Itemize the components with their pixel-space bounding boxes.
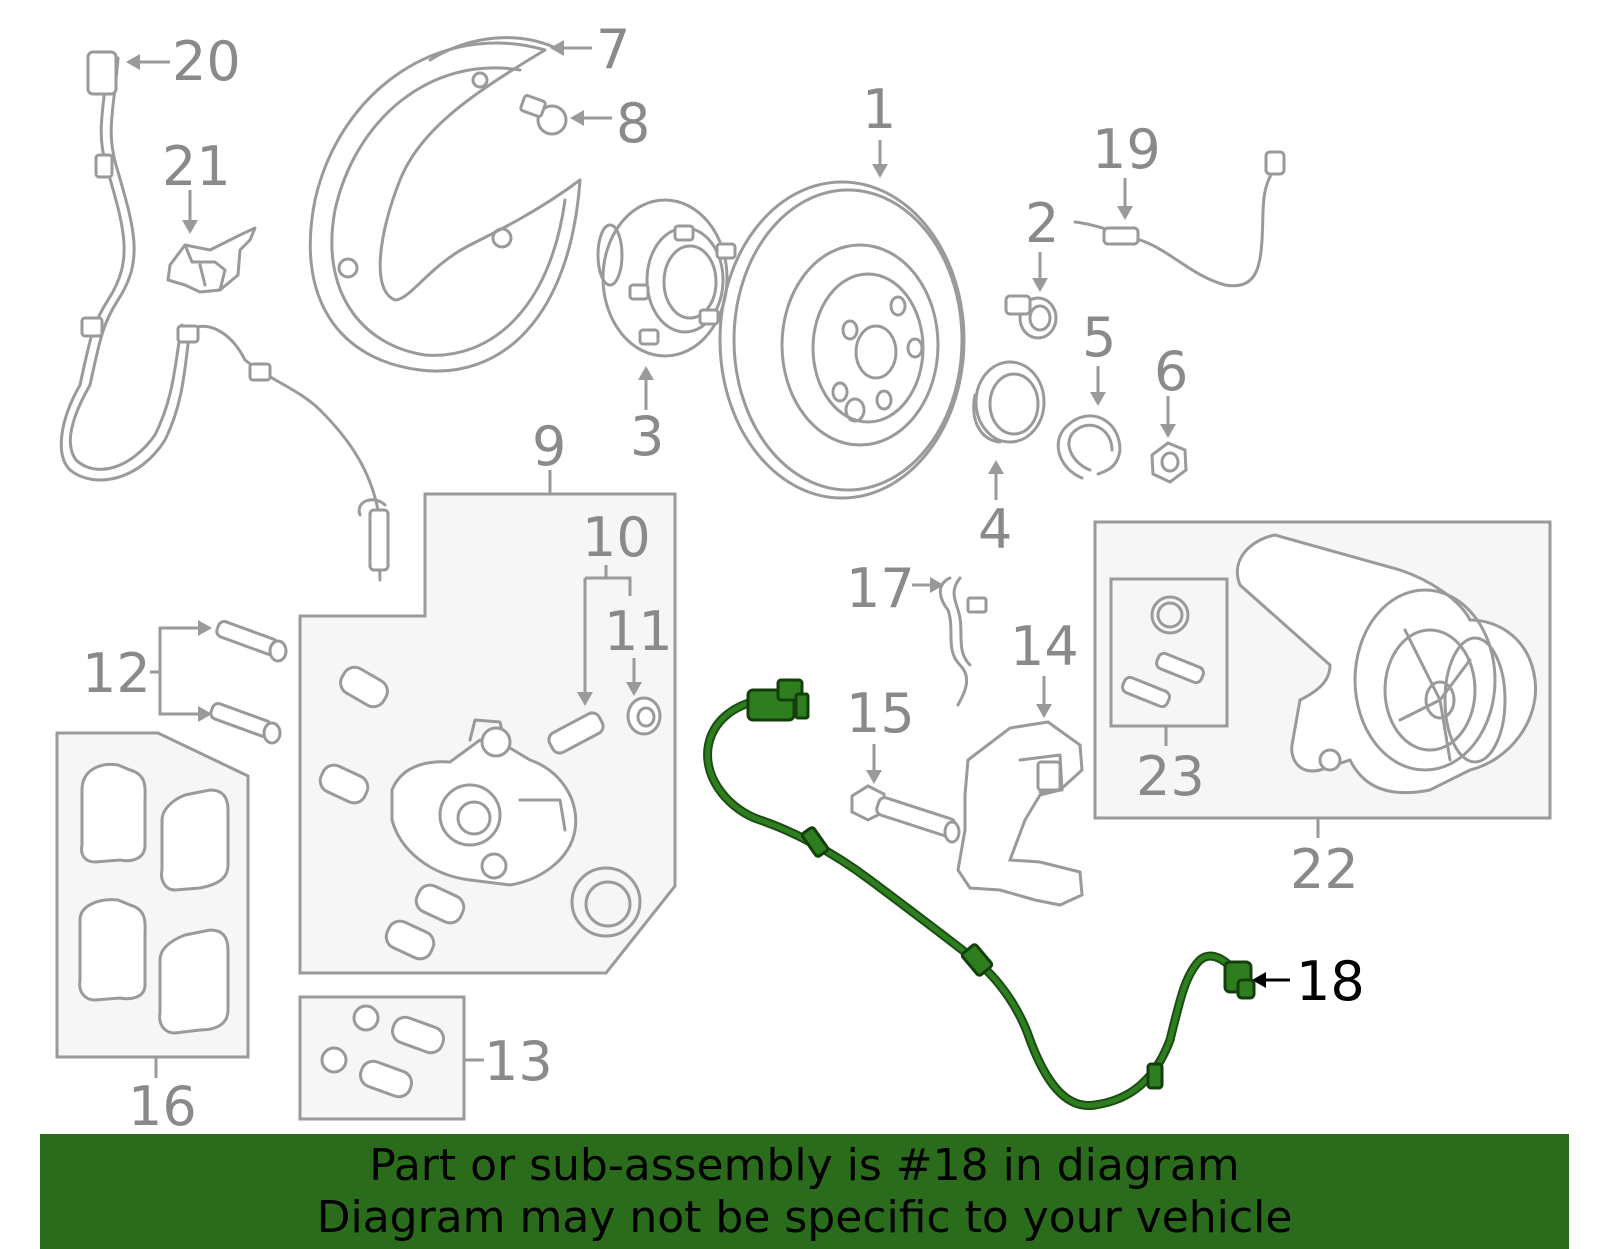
arrow-6 bbox=[1160, 424, 1176, 438]
part-1-brake-rotor bbox=[718, 180, 966, 500]
arrow-15 bbox=[866, 770, 882, 784]
arrow-8 bbox=[570, 110, 584, 126]
callout-19: 19 bbox=[1092, 118, 1161, 181]
callout-12: 12 bbox=[82, 642, 151, 705]
arrow-11 bbox=[626, 682, 642, 696]
part-11-bleeder-cap bbox=[626, 696, 662, 736]
callout-7: 7 bbox=[596, 18, 630, 81]
part-4-bearing bbox=[972, 360, 1046, 444]
arrow-18 bbox=[1252, 972, 1266, 988]
part-12-guide-pins bbox=[209, 620, 288, 745]
part-17-clip bbox=[938, 576, 988, 707]
part-8-bolt bbox=[519, 94, 568, 136]
part-2-bolt bbox=[1004, 294, 1058, 340]
arrow-21 bbox=[182, 220, 198, 234]
arrow-2 bbox=[1032, 278, 1048, 292]
part-10-bleeder-screw bbox=[547, 711, 605, 755]
group-13-bushing-kit bbox=[298, 995, 466, 1121]
arrow-4 bbox=[988, 460, 1004, 474]
part-3-hub bbox=[596, 198, 737, 358]
callout-11: 11 bbox=[604, 600, 673, 663]
part-20-abs-sensor-harness bbox=[59, 50, 390, 582]
arrow-12a bbox=[198, 620, 212, 636]
callout-15: 15 bbox=[846, 682, 915, 745]
part-21-bracket bbox=[166, 226, 257, 294]
part-7-splash-shield bbox=[308, 36, 582, 373]
part-6-nut bbox=[1150, 441, 1188, 484]
callout-6: 6 bbox=[1154, 340, 1188, 403]
group-9-caliper bbox=[298, 470, 677, 975]
callout-2: 2 bbox=[1025, 192, 1059, 255]
callout-20: 20 bbox=[172, 30, 241, 93]
callout-10: 10 bbox=[582, 506, 651, 569]
callout-22: 22 bbox=[1290, 838, 1359, 901]
part-18-abs-wheel-speed-sensor bbox=[703, 678, 1256, 1111]
arrow-1 bbox=[872, 164, 888, 178]
group-16-brake-pads bbox=[55, 731, 250, 1059]
group-23-motor-hardware bbox=[1109, 577, 1229, 728]
callout-17: 17 bbox=[846, 557, 915, 620]
part-15-bracket-bolt bbox=[850, 784, 961, 844]
arrow-14 bbox=[1036, 704, 1052, 718]
arrow-7 bbox=[550, 40, 564, 56]
leader-12 bbox=[150, 626, 206, 716]
part-14-caliper-bracket bbox=[956, 720, 1084, 907]
arrow-5 bbox=[1090, 392, 1106, 406]
arrow-12b bbox=[198, 706, 212, 722]
leader-10 bbox=[583, 565, 632, 700]
callout-23: 23 bbox=[1136, 745, 1205, 808]
arrow-19 bbox=[1117, 206, 1133, 220]
callout-18: 18 bbox=[1296, 950, 1365, 1013]
callout-14: 14 bbox=[1010, 615, 1079, 678]
callout-21: 21 bbox=[162, 135, 231, 198]
callout-3: 3 bbox=[630, 405, 664, 468]
callout-13: 13 bbox=[484, 1030, 553, 1093]
callout-4: 4 bbox=[978, 498, 1012, 561]
banner-line-1: Part or sub-assembly is #18 in diagram bbox=[369, 1139, 1240, 1191]
arrow-20 bbox=[126, 54, 140, 70]
arrow-17 bbox=[930, 577, 944, 593]
info-banner: Part or sub-assembly is #18 in diagram D… bbox=[40, 1134, 1569, 1249]
callout-9: 9 bbox=[532, 415, 566, 478]
banner-line-2: Diagram may not be specific to your vehi… bbox=[316, 1191, 1293, 1243]
arrow-10 bbox=[577, 692, 593, 706]
callout-1: 1 bbox=[862, 78, 896, 141]
callout-16: 16 bbox=[128, 1075, 197, 1138]
callout-8: 8 bbox=[616, 92, 650, 155]
part-19-wear-sensor bbox=[1073, 150, 1286, 288]
part-5-snap-ring bbox=[1056, 414, 1122, 480]
arrow-3 bbox=[638, 366, 654, 380]
callout-5: 5 bbox=[1082, 306, 1116, 369]
